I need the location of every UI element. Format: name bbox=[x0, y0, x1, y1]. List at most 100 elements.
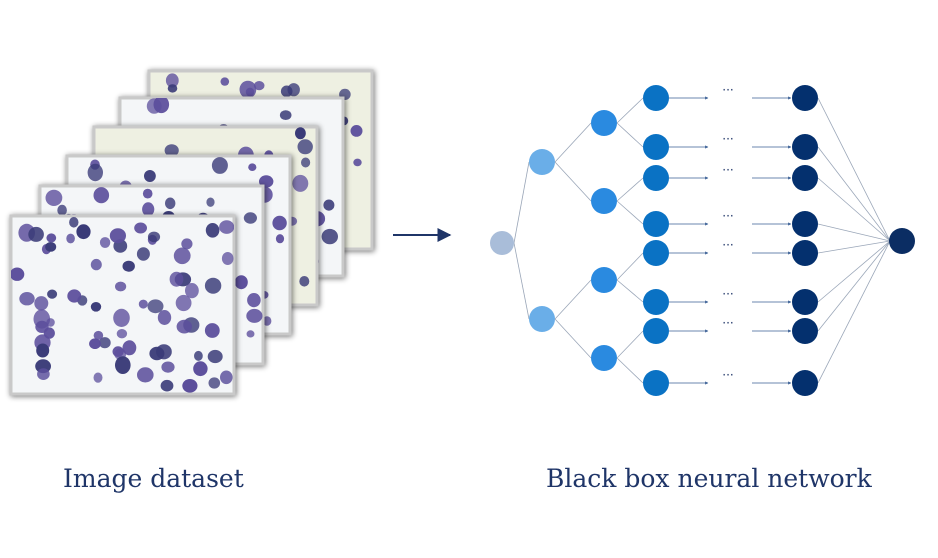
image-dataset-stack bbox=[9, 69, 374, 396]
cell bbox=[36, 343, 50, 358]
cell bbox=[116, 329, 128, 339]
edge bbox=[817, 97, 891, 242]
cell bbox=[165, 197, 176, 210]
cell bbox=[272, 215, 287, 231]
cell bbox=[297, 139, 313, 155]
cell bbox=[90, 258, 102, 271]
cell bbox=[164, 144, 179, 157]
cell bbox=[76, 224, 91, 240]
network-node-layer4-8 bbox=[792, 370, 818, 396]
ellipsis-label: ··· bbox=[722, 132, 733, 146]
cell bbox=[220, 77, 230, 86]
edge bbox=[616, 330, 644, 359]
ellipsis-label: ··· bbox=[722, 287, 733, 301]
network-node-layer4-5 bbox=[792, 240, 818, 266]
blood-cells bbox=[11, 217, 234, 393]
cell bbox=[57, 204, 67, 216]
network-node-layer1-2 bbox=[529, 306, 555, 332]
edge bbox=[616, 357, 644, 384]
cell bbox=[35, 320, 49, 333]
network-node-layer4-4 bbox=[792, 211, 818, 237]
cell bbox=[34, 296, 49, 311]
network-node-layer2-4 bbox=[591, 345, 617, 371]
cell bbox=[136, 247, 150, 261]
cell bbox=[147, 299, 164, 314]
cell bbox=[292, 174, 309, 192]
cell bbox=[175, 294, 192, 312]
cell bbox=[220, 370, 233, 385]
cell bbox=[112, 346, 124, 357]
network-node-layer3-5 bbox=[643, 240, 669, 266]
cell bbox=[253, 81, 265, 91]
ellipsis-label: ··· bbox=[722, 209, 733, 223]
cell bbox=[122, 340, 137, 356]
ellipsis-label: ··· bbox=[722, 163, 733, 177]
cell bbox=[208, 377, 221, 389]
cell bbox=[243, 212, 257, 224]
network-node-layer3-8 bbox=[643, 370, 669, 396]
cell bbox=[137, 367, 154, 383]
cell bbox=[193, 361, 208, 377]
cell bbox=[66, 233, 75, 244]
cell bbox=[234, 275, 248, 290]
cell bbox=[204, 277, 222, 294]
cell bbox=[219, 220, 234, 234]
cell bbox=[239, 80, 257, 99]
cell bbox=[149, 346, 165, 361]
cell bbox=[204, 323, 220, 338]
cell bbox=[299, 276, 310, 287]
cell bbox=[279, 110, 292, 120]
network-node-layer5-1 bbox=[889, 228, 915, 254]
edge bbox=[513, 242, 530, 320]
cell bbox=[138, 299, 148, 309]
cell bbox=[157, 310, 172, 325]
cell bbox=[45, 242, 57, 252]
cell bbox=[142, 202, 155, 217]
cell bbox=[185, 283, 199, 299]
cell bbox=[247, 293, 261, 308]
cell bbox=[211, 157, 228, 174]
ellipsis-label: ··· bbox=[722, 238, 733, 252]
network-nodes bbox=[490, 85, 915, 396]
cell bbox=[122, 260, 135, 272]
edge bbox=[554, 122, 592, 163]
cell bbox=[181, 238, 193, 250]
cell bbox=[89, 338, 101, 350]
cell bbox=[206, 197, 215, 207]
cell bbox=[19, 292, 35, 306]
cell bbox=[248, 163, 257, 171]
network-node-layer4-2 bbox=[792, 134, 818, 160]
cell bbox=[93, 187, 110, 204]
edge bbox=[616, 200, 644, 225]
edge bbox=[817, 240, 891, 254]
cell bbox=[46, 318, 55, 327]
cell bbox=[87, 163, 104, 182]
network-node-layer4-7 bbox=[792, 318, 818, 344]
cell bbox=[246, 330, 255, 338]
network-node-layer4-3 bbox=[792, 165, 818, 191]
cell bbox=[275, 234, 285, 244]
cell bbox=[301, 157, 311, 168]
cell bbox=[182, 379, 198, 393]
neural-network-caption: Black box neural network bbox=[546, 464, 872, 493]
cell bbox=[11, 267, 25, 281]
edge bbox=[616, 252, 644, 281]
cell bbox=[173, 247, 191, 265]
cell bbox=[246, 308, 263, 323]
cell bbox=[47, 289, 58, 299]
network-node-layer3-4 bbox=[643, 211, 669, 237]
cell bbox=[165, 73, 179, 88]
cell bbox=[146, 98, 162, 114]
image-dataset-caption: Image dataset bbox=[63, 464, 244, 493]
network-node-layer3-7 bbox=[643, 318, 669, 344]
cell bbox=[323, 199, 335, 211]
cell bbox=[115, 356, 131, 374]
cell bbox=[169, 271, 184, 287]
cell bbox=[45, 189, 63, 206]
cell bbox=[67, 289, 82, 303]
cell bbox=[28, 226, 44, 242]
cell bbox=[99, 237, 111, 248]
network-edges bbox=[513, 96, 891, 385]
edge bbox=[616, 97, 644, 124]
edge bbox=[554, 318, 592, 359]
